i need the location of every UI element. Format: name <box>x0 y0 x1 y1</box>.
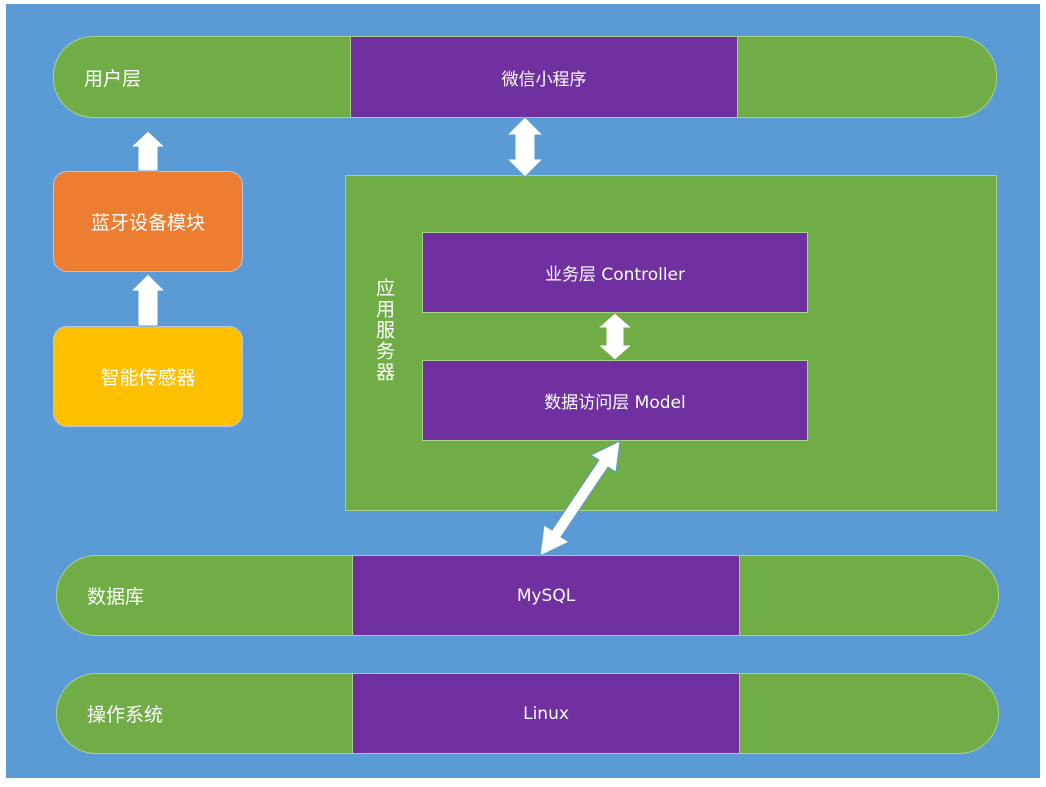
controller-layer-box: 业务层 Controller <box>422 232 808 313</box>
linux-box: Linux <box>352 674 740 753</box>
mysql-box: MySQL <box>352 556 740 635</box>
smart-sensor-box: 智能传感器 <box>53 326 243 427</box>
up-arrow-bluetooth-to-user <box>129 130 167 172</box>
app-server-container <box>345 175 997 511</box>
up-arrow-sensor-to-bluetooth <box>129 273 167 327</box>
user-layer-label: 用户层 <box>84 67 142 90</box>
database-layer: 数据库 MySQL <box>56 555 999 636</box>
double-arrow-controller-to-model <box>596 312 634 361</box>
user-layer: 用户层 微信小程序 <box>53 36 997 118</box>
double-arrow-model-to-database <box>539 440 621 557</box>
os-layer-label: 操作系统 <box>87 704 164 726</box>
os-layer: 操作系统 Linux <box>56 673 999 754</box>
wechat-miniprogram-box: 微信小程序 <box>350 37 738 117</box>
database-layer-label: 数据库 <box>87 586 145 608</box>
model-layer-box: 数据访问层 Model <box>422 360 808 441</box>
double-arrow-user-to-server <box>505 116 545 178</box>
app-server-label: 应用服务器 <box>373 278 395 383</box>
